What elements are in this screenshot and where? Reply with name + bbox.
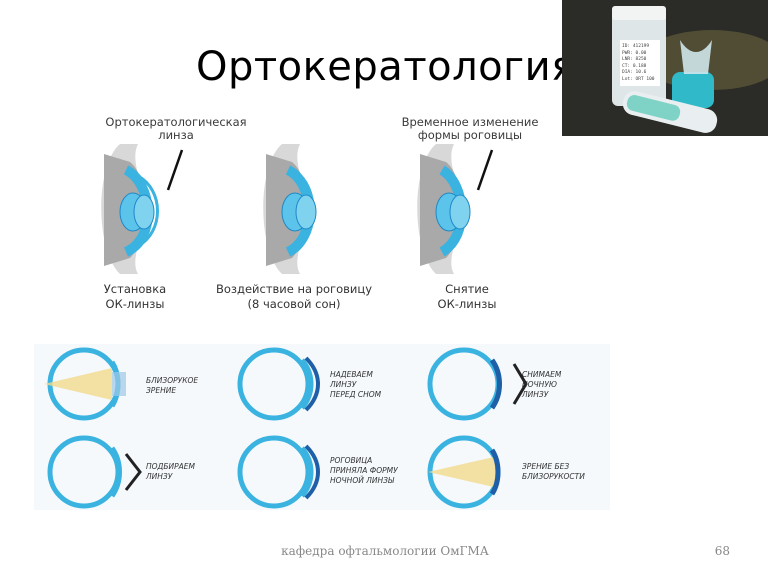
cornea-panel-install (101, 144, 184, 274)
step-label: БЛИЗОРУКОЕ ЗРЕНИЕ (146, 376, 226, 396)
cornea-arc (489, 448, 501, 496)
step-line: НОЧНОЙ ЛИНЗЫ (330, 476, 395, 485)
vial-label-line: PWR: 0.00 (622, 50, 647, 56)
step-line: ЗРЕНИЕ (146, 386, 177, 395)
lens-crystal (449, 194, 471, 230)
label-cornea-change: Временное изменение формы роговицы (384, 116, 556, 142)
cornea-diagram-top (101, 144, 494, 274)
eye-lens-on (237, 347, 320, 421)
light-rays (428, 456, 498, 488)
cornea-arc (489, 358, 502, 410)
label-line: линза (158, 128, 194, 142)
caption-line: Снятие (445, 282, 489, 296)
step-label: ПОДБИРАЕМ ЛИНЗУ (146, 462, 226, 482)
cornea-panel-sleep (263, 144, 317, 274)
caption-sleep: Воздействие на роговицу (8 часовой сон) (186, 282, 402, 312)
caption-line: ОК-линзы (437, 297, 497, 311)
vial-label-line: DIA: 10.6 (622, 70, 647, 75)
cornea-arc (300, 358, 314, 410)
step-line: БЛИЗОРУКОЕ (146, 376, 199, 385)
removed-lens-mark (512, 363, 528, 405)
cornea-arc (109, 446, 122, 498)
eye-steps-diagram (44, 347, 528, 509)
lens-mark (124, 453, 142, 491)
step-label: СНИМАЕМ НОЧНУЮ ЛИНЗУ (522, 370, 602, 400)
step-line: ЛИНЗУ (522, 390, 549, 399)
vial-label-line: CT: 0.188 (622, 63, 647, 69)
step-line: ПРИНЯЛА ФОРМУ (330, 466, 398, 475)
step-line: ПОДБИРАЕМ (146, 462, 196, 471)
step-line: НОЧНУЮ (522, 380, 557, 389)
label-orthok-lens: Ортокератологическая линза (88, 116, 264, 142)
lens-arc (304, 356, 320, 412)
eye-clear-vision (427, 435, 501, 509)
pointer-line (476, 149, 494, 191)
lens-case-photo: ID: 412199 PWR: 0.00 LNR: 8250 CT: 0.188… (562, 0, 768, 136)
caption-line: (8 часовой сон) (247, 297, 341, 311)
case-icon (672, 72, 714, 108)
page-number: 68 (714, 544, 730, 558)
vial-label-line: ID: 412199 (622, 44, 650, 49)
eyeball-circle (427, 347, 501, 421)
eyeball-circle (237, 435, 311, 509)
slide-footer: кафедра офтальмологии ОмГМА (281, 544, 489, 558)
cornea-panel-remove (417, 144, 494, 274)
step-line: НАДЕВАЕМ (330, 370, 373, 379)
lens-crystal (295, 194, 317, 230)
tube-lens-icon (626, 95, 681, 121)
eye-cornea-shaped (237, 435, 320, 509)
eye-fit-lens (47, 435, 142, 509)
step-line: БЛИЗОРУКОСТИ (522, 472, 585, 481)
caption-line: Установка (103, 282, 167, 296)
step-line: ПЕРЕД СНОМ (330, 390, 382, 399)
slide-title: Ортокератология (196, 44, 576, 90)
vial-cap-icon (612, 6, 666, 20)
bottom-diagram-bg (34, 344, 610, 510)
step-label: НАДЕВАЕМ ЛИНЗУ ПЕРЕД СНОМ (330, 370, 410, 400)
vial-label: ID: 412199 PWR: 0.00 LNR: 8250 CT: 0.188… (622, 44, 662, 83)
step-label: ЗРЕНИЕ БЕЗ БЛИЗОРУКОСТИ (522, 462, 608, 482)
cornea-arc (300, 446, 314, 498)
caption-line: Воздействие на роговицу (215, 282, 373, 296)
lens-holder-icon (680, 40, 712, 74)
step-line: ЛИНЗУ (146, 472, 173, 481)
label-line: Ортокератологическая (105, 115, 247, 129)
pointer-line (166, 149, 184, 191)
vial-label-line: Lot: ORT 100 (622, 76, 655, 82)
step-label: РОГОВИЦА ПРИНЯЛА ФОРМУ НОЧНОЙ ЛИНЗЫ (330, 456, 420, 486)
vial-label-line: LNR: 8250 (622, 57, 647, 62)
caption-line: ОК-линзы (105, 297, 165, 311)
label-line: формы роговицы (417, 128, 523, 142)
eye-lens-off (427, 347, 528, 421)
eyeball-circle (47, 435, 121, 509)
light-rays (112, 372, 126, 396)
step-line: ЗРЕНИЕ БЕЗ (522, 462, 570, 471)
eye-myopic (44, 347, 126, 421)
step-line: СНИМАЕМ (522, 370, 562, 379)
lens-arc (304, 444, 320, 500)
caption-install: Установка ОК-линзы (70, 282, 200, 312)
label-line: Временное изменение (401, 115, 539, 129)
light-rays (44, 368, 112, 400)
vial-label-area (620, 40, 660, 86)
step-line: ЛИНЗУ (330, 380, 357, 389)
lens-case-illustration (562, 0, 768, 136)
lens-crystal (133, 194, 155, 230)
eyeball-circle (237, 347, 311, 421)
lens-shape (137, 174, 159, 248)
caption-remove: Снятие ОК-линзы (412, 282, 522, 312)
step-line: РОГОВИЦА (330, 456, 373, 465)
